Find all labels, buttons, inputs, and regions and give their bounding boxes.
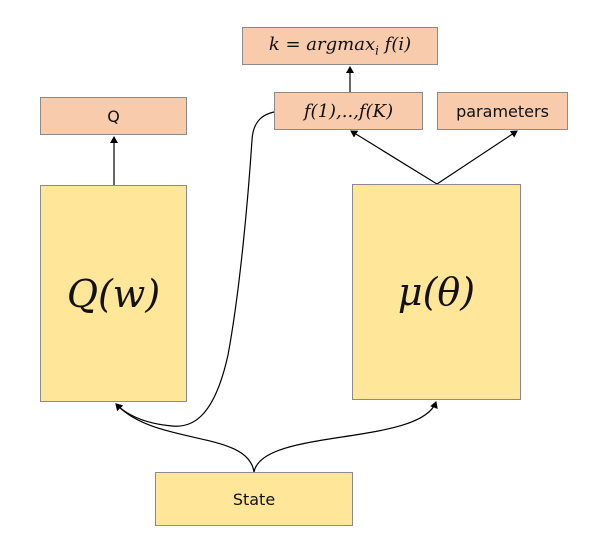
arrow-state-to-mu [253,401,438,473]
q-network-box: Q(w) [40,185,187,402]
q-output-box: Q [40,97,187,135]
arrow-mu-to-fvalues [350,130,438,185]
q-output-label: Q [107,106,120,126]
mu-network-label: μ(θ) [397,270,476,314]
arrow-state-to-qnet [115,403,255,473]
f-values-label: f(1),..,f(K) [303,100,394,122]
parameters-label: parameters [456,101,549,121]
q-network-label: Q(w) [66,271,161,316]
state-label: State [232,489,276,509]
parameters-box: parameters [437,92,568,130]
argmax-label: k = argmaxi f(i) [268,34,412,58]
argmax-box: k = argmaxi f(i) [242,27,438,65]
arrow-mu-to-parameters [436,130,518,185]
f-values-box: f(1),..,f(K) [274,92,423,130]
arrow-fvalues-to-qnet [115,110,283,427]
state-box: State [155,472,353,526]
mu-network-box: μ(θ) [352,184,521,400]
